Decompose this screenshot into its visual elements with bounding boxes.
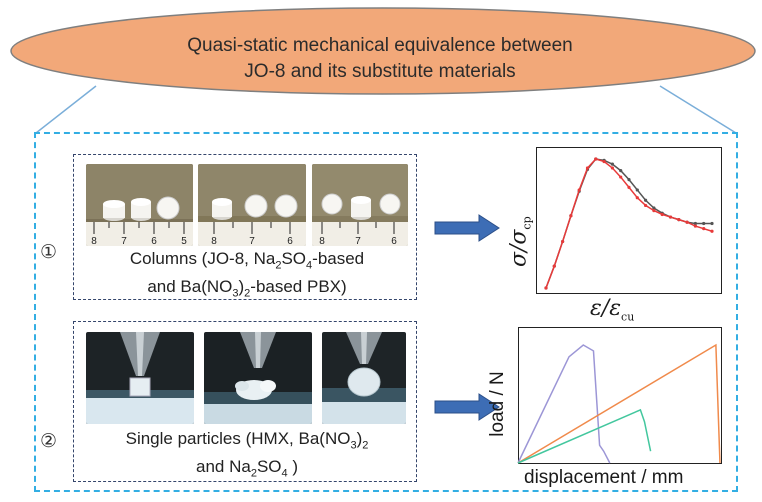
caption-subscript: 4: [281, 467, 288, 480]
caption-text: SO: [281, 249, 307, 268]
chart-1-series-1-point: [610, 162, 614, 166]
ruler-label: 7: [249, 236, 255, 246]
row-2-number: ②: [40, 430, 58, 452]
caption-subscript: 2: [275, 259, 282, 272]
chart-1-series-2-point: [693, 224, 697, 228]
caption-text: -based PBX): [250, 277, 347, 297]
column-photo-1: 8 7 6 5: [86, 164, 193, 246]
ruler-label: 8: [91, 236, 97, 246]
caption-subscript: 2: [244, 287, 251, 300]
chart-1-series-1-point: [635, 188, 639, 192]
chart-2-frame: [518, 327, 722, 464]
ruler-label: 8: [319, 236, 325, 246]
particle-photo-2: [204, 332, 312, 424]
caption-subscript: 3: [350, 439, 357, 452]
chart-1-series-1-point: [710, 221, 714, 226]
particles-caption-line-1: Single particles (HMX, Ba(NO3)2: [80, 428, 414, 456]
chart-1-series-2-point: [660, 212, 664, 217]
chart-1-series-2-point: [577, 188, 581, 192]
chart-1-series-2-point: [635, 196, 639, 200]
chart-1-series-2-point: [619, 175, 623, 179]
particle-photo-1: [86, 332, 194, 424]
chart-1-series-2-point: [552, 264, 556, 268]
columns-caption-line-1: Columns (JO-8, Na2SO4-based: [80, 248, 414, 276]
ruler-label: 6: [391, 236, 397, 246]
arrow-right-icon: [434, 214, 500, 242]
chart-1-series-1-point: [652, 206, 656, 210]
chart-1-series-2-point: [710, 229, 714, 233]
caption-text: -based: [312, 249, 365, 268]
particles-caption: Single particles (HMX, Ba(NO3)2 and Na2S…: [80, 428, 414, 485]
caption-subscript: 4: [306, 259, 313, 272]
title-line-2: JO-8 and its substitute materials: [244, 61, 516, 82]
chart-1: [536, 147, 722, 294]
caption-subscript: 2: [362, 439, 369, 452]
chart-1-series-2-point: [668, 215, 673, 219]
columns-caption: Columns (JO-8, Na2SO4-based and Ba(NO3)2…: [80, 248, 414, 305]
caption-text: Columns (JO-8, Na: [129, 249, 276, 268]
outer-frame: [34, 132, 738, 492]
row-1-number: ①: [40, 241, 58, 263]
chart-1-series-2-point: [561, 239, 565, 244]
chart-1-series-1-point: [627, 178, 631, 182]
column-photo-2: 8 7 6: [198, 164, 306, 246]
caption-text: SO: [256, 457, 282, 477]
chart-1-series-1-point: [693, 221, 697, 226]
chart-1-ylabel-main: σ/σ: [506, 229, 532, 268]
ruler-label: 7: [355, 236, 361, 246]
chart-1-ylabel: σ/σcp: [505, 200, 535, 280]
chart-1-xlabel-main: ε/ε: [590, 296, 622, 321]
caption-text: and Na: [195, 457, 251, 477]
chart-1-series-2-point: [677, 218, 681, 222]
arrow-right-icon: [434, 393, 500, 421]
chart-1-frame: [536, 147, 722, 294]
chart-1-series-2-point: [610, 166, 614, 170]
chart-1-series-1-point: [702, 221, 706, 226]
caption-text: Single particles (HMX, Ba(NO: [125, 429, 351, 448]
particles-panel: [73, 321, 417, 482]
chart-2-series-3-line: [517, 408, 652, 464]
chart-1-ylabel-sub: cp: [520, 216, 534, 230]
chart-1-series-2-point: [585, 166, 590, 170]
title-line-1: Quasi-static mechanical equivalence betw…: [187, 35, 573, 56]
chart-1-series-2-point: [602, 159, 606, 164]
columns-panel: [73, 154, 417, 300]
chart-2-ylabel-text: load / N: [487, 371, 508, 437]
chart-2: [517, 327, 722, 464]
chart-1-series-2-point: [685, 220, 689, 224]
ruler-label: 7: [121, 236, 127, 246]
particle-photo-3: [322, 332, 406, 424]
ruler-label: 5: [181, 236, 187, 246]
caption-subscript: 2: [250, 467, 257, 480]
chart-1-series-2-point: [544, 286, 548, 290]
columns-caption-line-2: and Ba(NO3)2-based PBX): [80, 276, 414, 304]
chart-1-series-2-point: [569, 214, 573, 218]
chart-1-series-1-point: [619, 169, 623, 173]
caption-text: ): [356, 429, 363, 448]
chart-1-series-2-point: [594, 157, 598, 161]
chart-2-xlabel: displacement / mm: [524, 467, 684, 488]
chart-1-xlabel-sub: cu: [621, 310, 635, 324]
title-ellipse: [10, 7, 756, 95]
chart-2-series-2-line: [517, 343, 721, 464]
ruler-label: 8: [211, 236, 217, 246]
title: Quasi-static mechanical equivalence betw…: [130, 33, 630, 85]
caption-text: and Ba(NO: [147, 277, 233, 297]
chart-1-series-2-point: [652, 209, 656, 213]
chart-1-series-1-point: [644, 198, 648, 202]
chart-2-ylabel: load / N: [484, 345, 514, 465]
caption-text: ): [238, 277, 245, 297]
chart-2-series-1-line: [517, 344, 611, 464]
chart-1-series-2-point: [702, 227, 706, 231]
ruler-label: 6: [287, 236, 293, 246]
caption-subscript: 3: [232, 287, 239, 300]
column-photo-3: 8 7 6: [312, 164, 408, 246]
chart-1-series-2-point: [627, 185, 631, 189]
chart-1-xlabel: ε/εcu: [590, 296, 634, 323]
ruler-label: 6: [151, 236, 157, 246]
caption-text: ): [287, 457, 299, 477]
particles-caption-line-2: and Na2SO4 ): [80, 456, 414, 484]
chart-1-series-2-point: [644, 203, 648, 208]
